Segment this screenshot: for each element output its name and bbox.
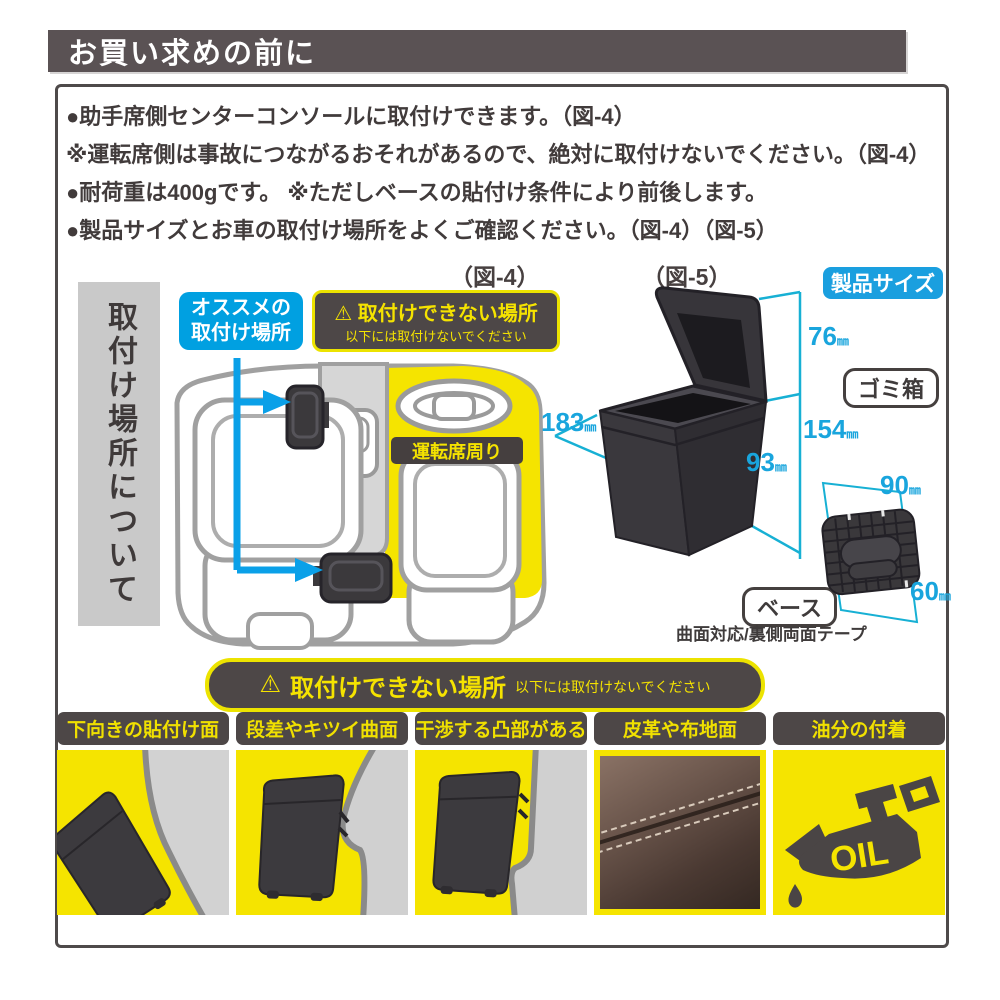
- curved-surface-drawing: [236, 750, 408, 915]
- dim-value: 154: [803, 414, 847, 444]
- ng-panel-illustration: [57, 750, 229, 915]
- section-header: お買い求めの前に: [48, 30, 906, 72]
- driver-seat-inner: [413, 462, 507, 578]
- side-section-label-text: 取付け場所について: [103, 301, 136, 607]
- ng-panel-label: 油分の付着: [773, 712, 945, 745]
- ng-panel-label: 下向きの貼付け面: [57, 712, 229, 745]
- ng-panel-curved-surface: 段差やキツイ曲面: [236, 712, 408, 915]
- dim-lid-height: 76㎜: [808, 321, 849, 352]
- warning-banner: ⚠ 取付けできない場所 以下には取付けないでください: [205, 658, 765, 712]
- dim-depth: 93㎜: [746, 447, 787, 478]
- arrow-icon: [295, 558, 323, 582]
- ng-panel-oil: 油分の付着 OIL: [773, 712, 945, 915]
- note-line: ●助手席側センターコンソールに取付けできます。（図-4）: [66, 104, 636, 129]
- protrusion-surface-drawing: [415, 750, 587, 915]
- dim-unit: ㎜: [774, 460, 787, 474]
- dim-unit: ㎜: [836, 334, 849, 348]
- warning-triangle-icon: ⚠: [259, 671, 281, 698]
- dim-value: 183: [541, 407, 585, 437]
- passenger-seat-inner: [211, 414, 345, 548]
- ng-panel-illustration: [236, 750, 408, 915]
- car-interior-diagram: [174, 358, 547, 650]
- dim-value: 90: [880, 470, 909, 500]
- mounted-bin-rear: [313, 552, 393, 604]
- ng-panel-illustration: [415, 750, 587, 915]
- ng-panel-label: 段差やキツイ曲面: [236, 712, 408, 745]
- fig4-warning-subtitle: 以下には取付けないでください: [345, 329, 527, 344]
- bin-icon: [57, 791, 171, 915]
- ng-panel-protrusion: 干渉する凸部がある: [415, 712, 587, 915]
- pointer-lines: [233, 358, 295, 574]
- base-pad: [821, 508, 921, 596]
- trash-bin-figure: [554, 286, 802, 559]
- recommended-location-badge: オススメの 取付け場所: [179, 292, 303, 350]
- base-note: 曲面対応/裏側両面テープ: [676, 625, 867, 644]
- leather-seam: [600, 764, 760, 866]
- notes-list: ●助手席側センターコンソールに取付けできます。（図-4） ※運転席側は事故につな…: [66, 98, 931, 250]
- warning-triangle-icon: ⚠: [334, 303, 353, 325]
- ng-panel-illustration: [594, 750, 766, 915]
- leather-photo-frame: [594, 750, 766, 915]
- driver-area-badge: 運転席周り: [391, 437, 523, 464]
- recommended-badge-line2: 取付け場所: [191, 322, 291, 344]
- ng-panel-leather: 皮革や布地面: [594, 712, 766, 915]
- bin-label-badge: ゴミ箱: [843, 368, 940, 408]
- ng-panel-label: 干渉する凸部がある: [415, 712, 587, 745]
- dim-unit: ㎜: [846, 427, 859, 441]
- leather-photo: [600, 756, 760, 909]
- side-section-label: 取付け場所について: [78, 282, 160, 626]
- page-title: お買い求めの前に: [68, 38, 317, 70]
- product-size-badge: 製品サイズ: [823, 267, 943, 299]
- base-label-badge: ベース: [742, 587, 837, 627]
- dim-unit: ㎜: [584, 420, 597, 434]
- oil-text: OIL: [827, 832, 891, 880]
- base-pad-figure: [821, 481, 921, 624]
- fig4-caption: （図-4）: [450, 264, 540, 290]
- dim-unit: ㎜: [938, 589, 951, 603]
- warning-banner-subtitle: 以下には取付けないでください: [514, 679, 711, 695]
- dim-value: 93: [746, 447, 775, 477]
- fig4-warning-title: 取付けできない場所: [357, 303, 538, 325]
- fig4-warning-badge: ⚠ 取付けできない場所 以下には取付けないでください: [312, 290, 560, 352]
- recommended-badge-line1: オススメの: [191, 297, 291, 319]
- arrow-icon: [263, 390, 291, 414]
- bin-icon: [432, 771, 521, 898]
- steering-hub: [432, 393, 476, 421]
- dim-height: 154㎜: [803, 414, 858, 445]
- dim-base-width: 90㎜: [880, 470, 921, 501]
- downward-surface-drawing: [57, 750, 229, 915]
- mounted-bin-side: [285, 384, 329, 450]
- dim-value: 76: [808, 321, 837, 351]
- ng-panel-downward-surface: 下向きの貼付け面: [57, 712, 229, 915]
- dim-width: 183㎜: [541, 407, 596, 438]
- bin-body: [598, 384, 768, 557]
- oil-can-icon: OIL: [773, 750, 945, 915]
- warning-banner-title: 取付けできない場所: [289, 674, 506, 702]
- dim-value: 60: [910, 576, 939, 606]
- bin-lid: [654, 286, 768, 403]
- ng-panel-illustration: OIL: [773, 750, 945, 915]
- bin-icon: [258, 774, 345, 902]
- note-line: ●耐荷重は400gです。 ※ただしベースの貼付け条件により前後します。: [66, 180, 767, 205]
- oil-can-shape: [785, 776, 940, 908]
- dim-base-height: 60㎜: [910, 576, 951, 607]
- dim-unit: ㎜: [908, 483, 921, 497]
- fig5-caption: （図-5）: [642, 264, 732, 290]
- note-line: ※運転席側は事故につながるおそれがあるので、絶対に取付けないでください。（図-4…: [66, 142, 931, 167]
- note-line: ●製品サイズとお車の取付け場所をよくご確認ください。（図-4）（図-5）: [66, 218, 778, 243]
- passenger-seat-base: [246, 612, 314, 650]
- ng-panel-label: 皮革や布地面: [594, 712, 766, 745]
